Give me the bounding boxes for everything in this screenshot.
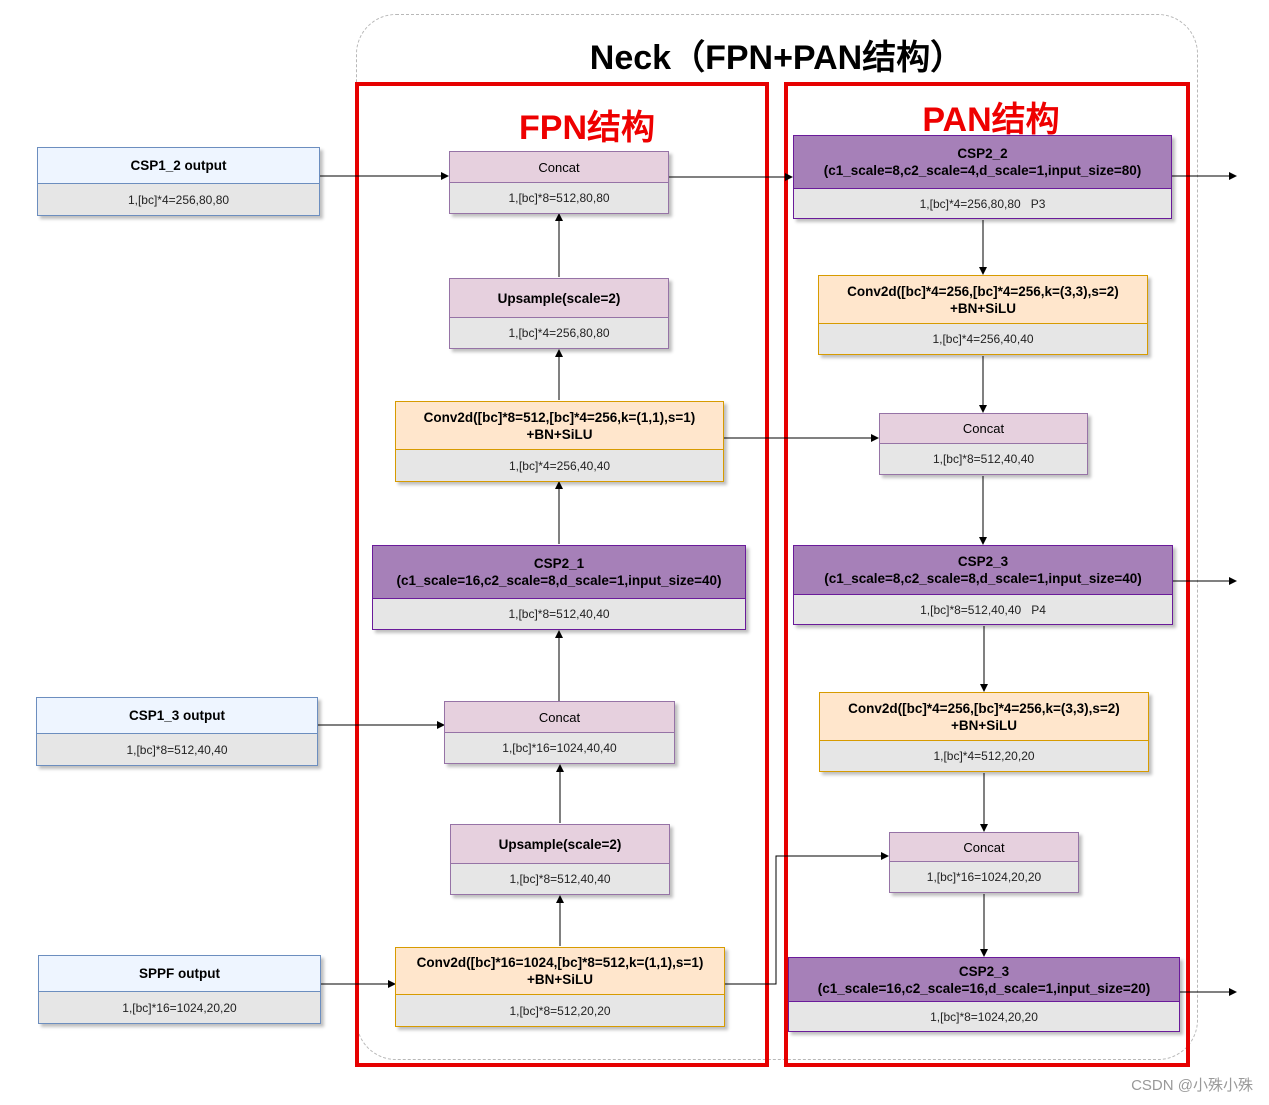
csp1-3-output-shape: 1,[bc]*8=512,40,40 bbox=[37, 734, 317, 765]
sppf-output-shape: 1,[bc]*16=1024,20,20 bbox=[39, 992, 320, 1023]
fpn-conv-mid-label: Conv2d([bc]*8=512,[bc]*4=256,k=(1,1),s=1… bbox=[423, 409, 696, 442]
pan-csp2-2-node: CSP2_2 (c1_scale=8,c2_scale=4,d_scale=1,… bbox=[793, 135, 1172, 219]
pan-concat-bottom-label: Concat bbox=[890, 833, 1078, 862]
fpn-upsample-bottom-shape: 1,[bc]*8=512,40,40 bbox=[451, 864, 669, 894]
fpn-concat-top-node: Concat 1,[bc]*8=512,80,80 bbox=[449, 151, 669, 214]
fpn-upsample-top-label: Upsample(scale=2) bbox=[450, 279, 668, 318]
csp1-2-output-shape: 1,[bc]*4=256,80,80 bbox=[38, 184, 319, 215]
sppf-output-label: SPPF output bbox=[39, 956, 320, 992]
pan-conv-mid-node: Conv2d([bc]*4=256,[bc]*4=256,k=(3,3),s=2… bbox=[819, 692, 1149, 772]
pan-concat-top-label: Concat bbox=[880, 414, 1087, 444]
fpn-concat-top-shape: 1,[bc]*8=512,80,80 bbox=[450, 183, 668, 213]
fpn-conv-bottom-node: Conv2d([bc]*16=1024,[bc]*8=512,k=(1,1),s… bbox=[395, 947, 725, 1027]
sppf-output-node: SPPF output 1,[bc]*16=1024,20,20 bbox=[38, 955, 321, 1024]
pan-conv-top-node: Conv2d([bc]*4=256,[bc]*4=256,k=(3,3),s=2… bbox=[818, 275, 1148, 355]
pan-conv-mid-shape: 1,[bc]*4=512,20,20 bbox=[820, 741, 1148, 771]
pan-concat-top-node: Concat 1,[bc]*8=512,40,40 bbox=[879, 413, 1088, 475]
fpn-concat-mid-node: Concat 1,[bc]*16=1024,40,40 bbox=[444, 701, 675, 764]
fpn-upsample-top-node: Upsample(scale=2) 1,[bc]*4=256,80,80 bbox=[449, 278, 669, 349]
fpn-section-title: FPN结构 bbox=[519, 109, 655, 147]
edge-fpn-conv-bottom-to-pan-concat-bottom bbox=[725, 852, 889, 985]
fpn-concat-top-label: Concat bbox=[450, 152, 668, 183]
csp1-3-output-node: CSP1_3 output 1,[bc]*8=512,40,40 bbox=[36, 697, 318, 766]
pan-csp2-3a-node: CSP2_3 (c1_scale=8,c2_scale=8,d_scale=1,… bbox=[793, 545, 1173, 625]
pan-concat-bottom-shape: 1,[bc]*16=1024,20,20 bbox=[890, 862, 1078, 892]
fpn-conv-mid-shape: 1,[bc]*4=256,40,40 bbox=[396, 450, 723, 481]
csp1-2-output-label: CSP1_2 output bbox=[38, 148, 319, 184]
fpn-conv-bottom-shape: 1,[bc]*8=512,20,20 bbox=[396, 995, 724, 1026]
fpn-conv-mid-node: Conv2d([bc]*8=512,[bc]*4=256,k=(1,1),s=1… bbox=[395, 401, 724, 482]
pan-concat-top-shape: 1,[bc]*8=512,40,40 bbox=[880, 444, 1087, 474]
pan-csp2-2-label: CSP2_2 (c1_scale=8,c2_scale=4,d_scale=1,… bbox=[823, 146, 1142, 178]
fpn-upsample-bottom-node: Upsample(scale=2) 1,[bc]*8=512,40,40 bbox=[450, 824, 670, 895]
fpn-csp2-1-shape: 1,[bc]*8=512,40,40 bbox=[373, 599, 745, 629]
fpn-concat-mid-shape: 1,[bc]*16=1024,40,40 bbox=[445, 733, 674, 763]
pan-conv-mid-label: Conv2d([bc]*4=256,[bc]*4=256,k=(3,3),s=2… bbox=[848, 700, 1120, 733]
pan-csp2-3a-label: CSP2_3 (c1_scale=8,c2_scale=8,d_scale=1,… bbox=[824, 554, 1142, 586]
fpn-concat-mid-label: Concat bbox=[445, 702, 674, 733]
pan-conv-top-label: Conv2d([bc]*4=256,[bc]*4=256,k=(3,3),s=2… bbox=[847, 283, 1119, 316]
pan-csp2-2-shape: 1,[bc]*4=256,80,80 P3 bbox=[794, 189, 1171, 218]
pan-conv-top-shape: 1,[bc]*4=256,40,40 bbox=[819, 324, 1147, 354]
fpn-section-frame bbox=[355, 82, 769, 1067]
csp1-3-output-label: CSP1_3 output bbox=[37, 698, 317, 734]
fpn-upsample-top-shape: 1,[bc]*4=256,80,80 bbox=[450, 318, 668, 348]
fpn-csp2-1-label: CSP2_1 (c1_scale=16,c2_scale=8,d_scale=1… bbox=[396, 556, 722, 588]
pan-section-frame bbox=[784, 82, 1190, 1067]
fpn-csp2-1-node: CSP2_1 (c1_scale=16,c2_scale=8,d_scale=1… bbox=[372, 545, 746, 630]
pan-csp2-3b-shape: 1,[bc]*8=1024,20,20 bbox=[789, 1002, 1179, 1031]
csp1-2-output-node: CSP1_2 output 1,[bc]*4=256,80,80 bbox=[37, 147, 320, 216]
diagram-title: Neck（FPN+PAN结构） bbox=[589, 39, 965, 77]
pan-section-title: PAN结构 bbox=[922, 101, 1060, 139]
fpn-upsample-bottom-label: Upsample(scale=2) bbox=[451, 825, 669, 864]
pan-csp2-3b-node: CSP2_3 (c1_scale=16,c2_scale=16,d_scale=… bbox=[788, 957, 1180, 1032]
fpn-conv-bottom-label: Conv2d([bc]*16=1024,[bc]*8=512,k=(1,1),s… bbox=[416, 955, 704, 987]
pan-concat-bottom-node: Concat 1,[bc]*16=1024,20,20 bbox=[889, 832, 1079, 893]
watermark: CSDN @小殊小殊 bbox=[1131, 1077, 1253, 1094]
pan-csp2-3a-shape: 1,[bc]*8=512,40,40 P4 bbox=[794, 595, 1172, 624]
pan-csp2-3b-label: CSP2_3 (c1_scale=16,c2_scale=16,d_scale=… bbox=[817, 963, 1151, 996]
